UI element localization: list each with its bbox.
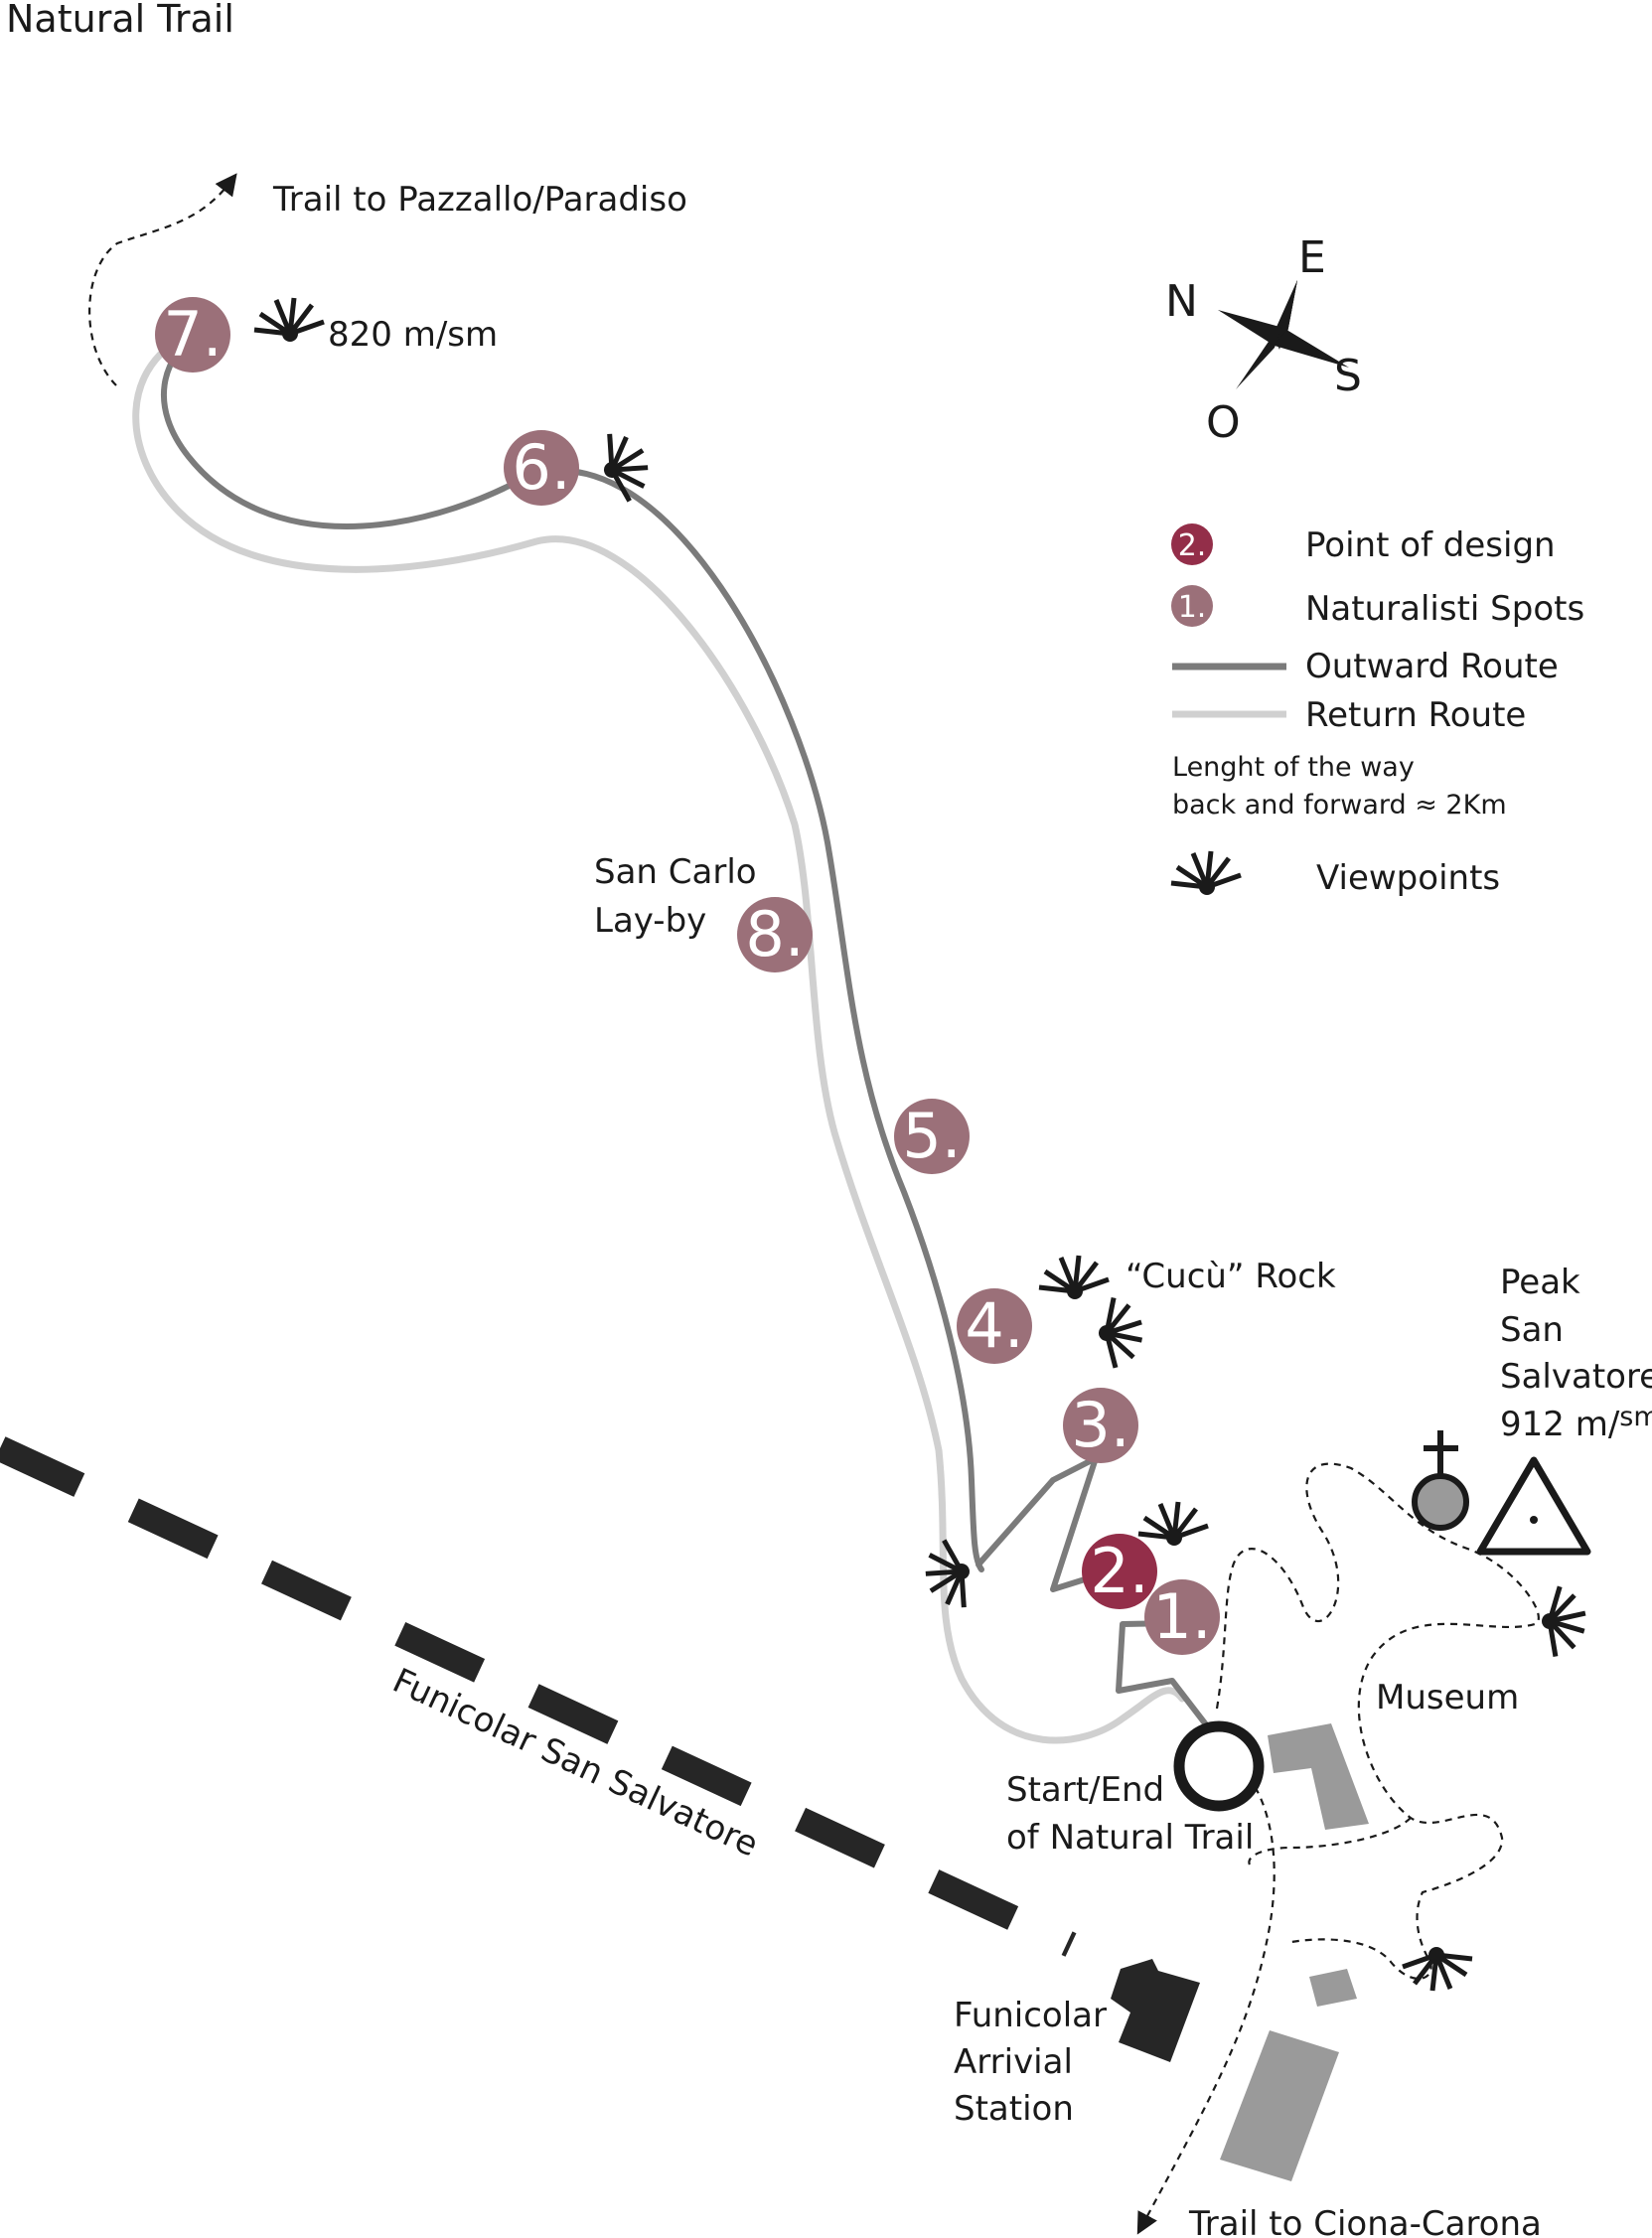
svg-text:8.: 8. [745,898,804,970]
legend: 2. Point of design 1. Naturalisti Spots … [1171,523,1584,898]
spot-6: 6. [504,430,579,506]
san-carlo-label: San Carlo [594,852,757,892]
viewpoint-icon [921,1537,976,1613]
viewpoint-icon [1403,1947,1472,1991]
outward-branch-1 [1116,1620,1215,1735]
legend-design-label: Point of design [1305,525,1556,565]
legend-length-2: back and forward ≈ 2Km [1172,790,1507,821]
legend-naturalisti-swatch: 1. [1171,585,1213,627]
trail-ciona-label: Trail to Ciona-Carona [1188,2204,1542,2238]
compass-e: E [1298,232,1326,283]
station-label-1: Funicolar [954,1996,1107,2035]
svg-text:6.: 6. [512,431,570,504]
compass-rose [1218,280,1349,389]
spot-1: 1. [1144,1579,1220,1655]
svg-text:2.: 2. [1178,528,1207,563]
trail-pazzallo-path [88,173,237,386]
start-end-marker [1173,1720,1265,1812]
viewpoint-icon [598,428,653,505]
peak-label-3: Salvatore [1500,1357,1652,1397]
trail-museum-path [1215,1462,1540,1980]
trail-ciona-path [1136,1757,1276,2235]
spot-2-design: 2. [1082,1534,1157,1609]
peak-label-1: Peak [1500,1263,1580,1302]
svg-text:5.: 5. [902,1100,961,1172]
legend-viewpoint-icon [1171,851,1241,895]
legend-outward-label: Outward Route [1305,647,1559,686]
station-label-2: Arrivial [954,2042,1073,2082]
return-route [132,329,1186,1744]
museum-building [1268,1723,1369,1830]
funicolar-station-building [1111,1959,1200,2062]
svg-text:2.: 2. [1090,1535,1148,1607]
viewpoint-icon [1039,1256,1109,1299]
spot-8: 8. [737,897,813,972]
compass-s: S [1334,351,1362,401]
start-end-label-2: of Natural Trail [1006,1818,1254,1858]
map-title: Natural Trail [6,0,234,41]
chapel-icon [1412,1430,1469,1531]
peak-elevation-label: 912 m/sm [1500,1402,1652,1444]
spot-7: 7. [155,297,230,373]
funicolar-line [0,1436,1077,1957]
peak-label-2: San [1500,1310,1564,1350]
legend-return-label: Return Route [1305,695,1526,735]
trail-pazzallo-label: Trail to Pazzallo/Paradiso [272,180,687,220]
building-long [1220,2030,1339,2181]
peak-triangle-icon [1476,1456,1591,1556]
svg-text:4.: 4. [965,1289,1023,1362]
spot-4: 4. [957,1288,1032,1364]
legend-viewpoints-label: Viewpoints [1316,858,1500,898]
legend-length-1: Lenght of the way [1172,752,1415,783]
svg-text:3.: 3. [1071,1389,1129,1461]
outward-route [160,325,984,1572]
cucu-rock-label: “Cucù” Rock [1126,1257,1336,1296]
viewpoint-icon [1536,1584,1590,1661]
museum-label: Museum [1376,1678,1519,1717]
svg-text:1.: 1. [1152,1580,1211,1653]
legend-design-swatch: 2. [1171,523,1213,565]
svg-text:1.: 1. [1178,590,1207,625]
compass-o: O [1206,397,1241,448]
elevation-820-label: 820 m/sm [328,315,498,355]
viewpoint-icon [1096,1296,1145,1370]
svg-text:7.: 7. [163,298,222,371]
legend-naturalisti-label: Naturalisti Spots [1305,589,1584,629]
compass-n: N [1165,276,1198,327]
spot-3: 3. [1063,1388,1138,1463]
start-end-label: Start/End [1006,1770,1164,1810]
trail-branch-path [1248,1817,1412,1868]
spot-5: 5. [894,1099,970,1174]
building-small [1309,1969,1357,2007]
viewpoint-icon [254,298,324,342]
lay-by-label: Lay-by [594,901,706,941]
station-label-3: Station [954,2089,1074,2129]
